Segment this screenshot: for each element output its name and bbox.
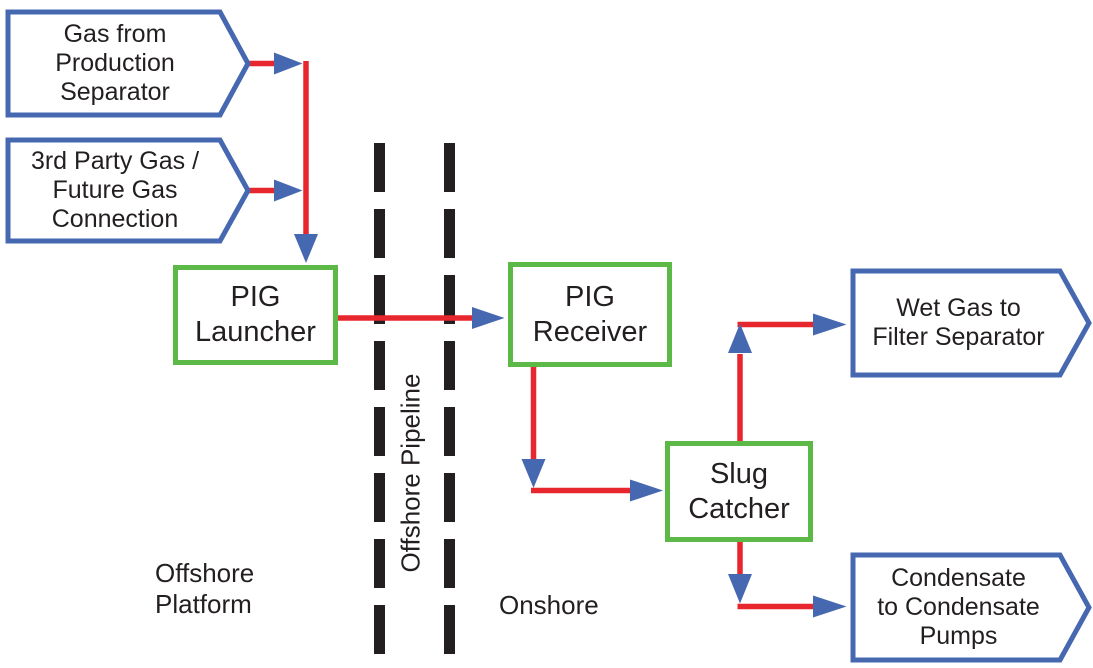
zone-label-offshore-platform: Offshore Platform bbox=[155, 558, 255, 619]
flow-lines bbox=[248, 60, 813, 610]
pig-receiver-box bbox=[508, 262, 672, 367]
slug-catcher-box bbox=[665, 441, 813, 542]
third-party-banner-label: 3rd Party Gas / Future Gas Connection bbox=[30, 147, 200, 233]
flow-arrowheads bbox=[274, 52, 847, 618]
zone-label-onshore: Onshore bbox=[499, 590, 599, 620]
equipment-boxes bbox=[173, 262, 813, 542]
gas-production-banner-label: Gas from Production Separator bbox=[55, 20, 175, 106]
arrow-down-icon bbox=[521, 459, 546, 488]
zone-label-offshore-pipeline: Offshore Pipeline bbox=[395, 373, 426, 573]
gas-production-banner-shape bbox=[5, 9, 251, 118]
condensate-banner-label: Condensate to Condensate Pumps bbox=[877, 564, 1040, 650]
wet-gas-banner-shape bbox=[850, 268, 1092, 378]
third-party-banner-shape bbox=[5, 137, 251, 244]
wet-gas-banner-label: Wet Gas to Filter Separator bbox=[872, 294, 1045, 351]
pig-launcher-box bbox=[173, 265, 338, 365]
pig-launcher-label: PIG Launcher bbox=[195, 281, 316, 348]
arrow-down-icon bbox=[294, 234, 318, 263]
banner-shapes bbox=[5, 9, 1092, 663]
condensate-banner-shape bbox=[850, 552, 1092, 663]
arrow-right-icon bbox=[813, 313, 847, 336]
arrow-right-icon bbox=[630, 479, 663, 502]
slug-catcher-label: Slug Catcher bbox=[688, 457, 790, 525]
arrow-right-icon bbox=[274, 52, 303, 75]
arrow-up-icon bbox=[728, 323, 752, 353]
arrow-right-icon bbox=[274, 179, 303, 202]
arrow-down-icon bbox=[728, 574, 752, 604]
arrow-right-icon bbox=[813, 595, 847, 618]
arrow-right-icon bbox=[472, 307, 505, 329]
pig-receiver-label: PIG Receiver bbox=[532, 280, 648, 348]
